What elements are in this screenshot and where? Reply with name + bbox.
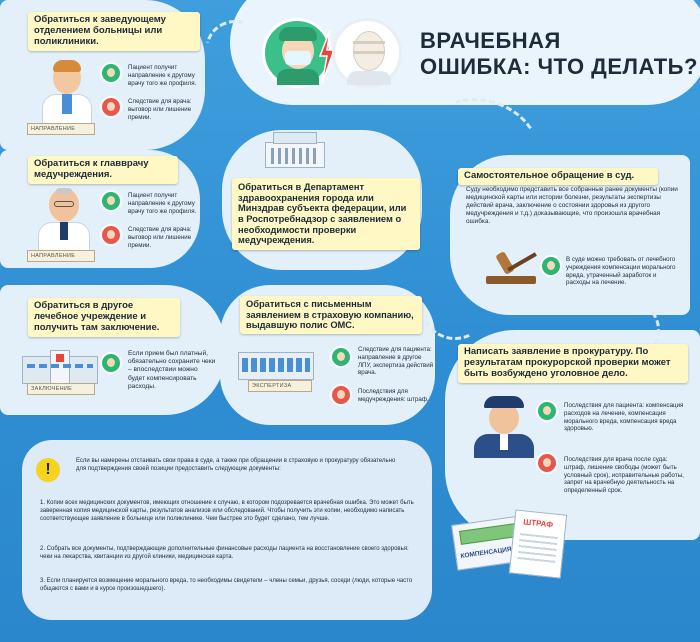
cloud-bottom-left: [22, 440, 432, 620]
doctor-avatar: [40, 60, 94, 124]
step2-doctor-note: Следствие для врача: выговор или лишение…: [128, 226, 192, 249]
step2-patient-note: Пациент получит направление к другому вр…: [128, 192, 197, 215]
court-text: Суду необходимо представить все собранны…: [466, 186, 678, 225]
step2-tag: НАПРАВЛЕНИЕ: [27, 250, 95, 262]
department-heading: Обратиться в Департамент здравоохранения…: [232, 178, 420, 251]
prosecutor-avatar: [474, 396, 534, 458]
step1-patient-note: Пациент получит направление к другому вр…: [128, 64, 197, 87]
warning-icon: !: [36, 458, 60, 482]
patient-icon: [540, 255, 562, 277]
insurance-building-icon: [238, 348, 314, 380]
patient-icon: [100, 190, 122, 212]
government-building-icon: [265, 132, 325, 168]
patient-badge: [332, 18, 402, 88]
info-p3: 3. Если планируется возмещение моральног…: [40, 578, 413, 592]
doctor-icon: [536, 452, 558, 474]
info-intro: Если вы намерены отстаивать свои права в…: [76, 458, 396, 472]
court-heading: Самостоятельное обращение в суд.: [458, 168, 658, 185]
lightning-icon: [318, 29, 336, 85]
title-line2: ОШИБКА: ЧТО ДЕЛАТЬ?: [420, 54, 698, 79]
step3-note: Если прием был платный, обязательно сохр…: [128, 350, 216, 390]
title-line1: ВРАЧЕБНАЯ: [420, 28, 561, 53]
patient-icon: [100, 62, 122, 84]
clinic-icon: [330, 384, 352, 406]
prosecutor-heading: Написать заявление в прокуратуру. По рез…: [458, 344, 688, 383]
doctor-icon: [100, 96, 122, 118]
chief-doctor-avatar: [36, 188, 92, 252]
patient-icon: [330, 346, 352, 368]
patient-icon: [536, 400, 558, 422]
patient-icon: [100, 352, 122, 374]
step1-heading: Обратиться к заведующему отделением боль…: [28, 12, 200, 51]
compensation-label: КОМПЕНСАЦИЯ: [460, 545, 513, 561]
court-result: В суде можно требовать от лечебного учре…: [566, 256, 676, 287]
step2-heading: Обратиться к главврачу медучреждения.: [28, 156, 178, 184]
doctor-icon: [100, 224, 122, 246]
fine-document-icon: ШТРАФ: [508, 509, 568, 579]
prosecutor-doctor-note: Последствия для врача после суда: штраф,…: [564, 456, 684, 494]
step3-heading: Обратиться в другое лечебное учреждение …: [28, 298, 180, 337]
insurance-patient-note: Следствие для пациента: направление в др…: [358, 346, 434, 377]
step3-tag: ЗАКЛЮЧЕНИЕ: [27, 383, 95, 395]
clinic-building-icon: [22, 350, 98, 384]
step1-doctor-note: Следствие для врача: выговор или лишение…: [128, 98, 192, 121]
step1-tag: НАПРАВЛЕНИЕ: [27, 123, 95, 135]
fine-label: ШТРАФ: [522, 517, 554, 530]
gavel-icon: [480, 248, 544, 288]
insurance-tag: ЭКСПЕРТИЗА: [248, 380, 312, 392]
prosecutor-patient-note: Последствия для пациента: компенсация ра…: [564, 402, 684, 433]
insurance-heading: Обратиться с письменным заявлением в стр…: [240, 296, 422, 335]
warning-mark: !: [45, 461, 51, 478]
info-p1: 1. Копии всех медицинских документов, им…: [40, 500, 414, 522]
insurance-clinic-note: Последствия для медучреждения: штраф.: [358, 388, 429, 403]
info-p2: 2. Собрать все документы, подтверждающие…: [40, 546, 409, 560]
